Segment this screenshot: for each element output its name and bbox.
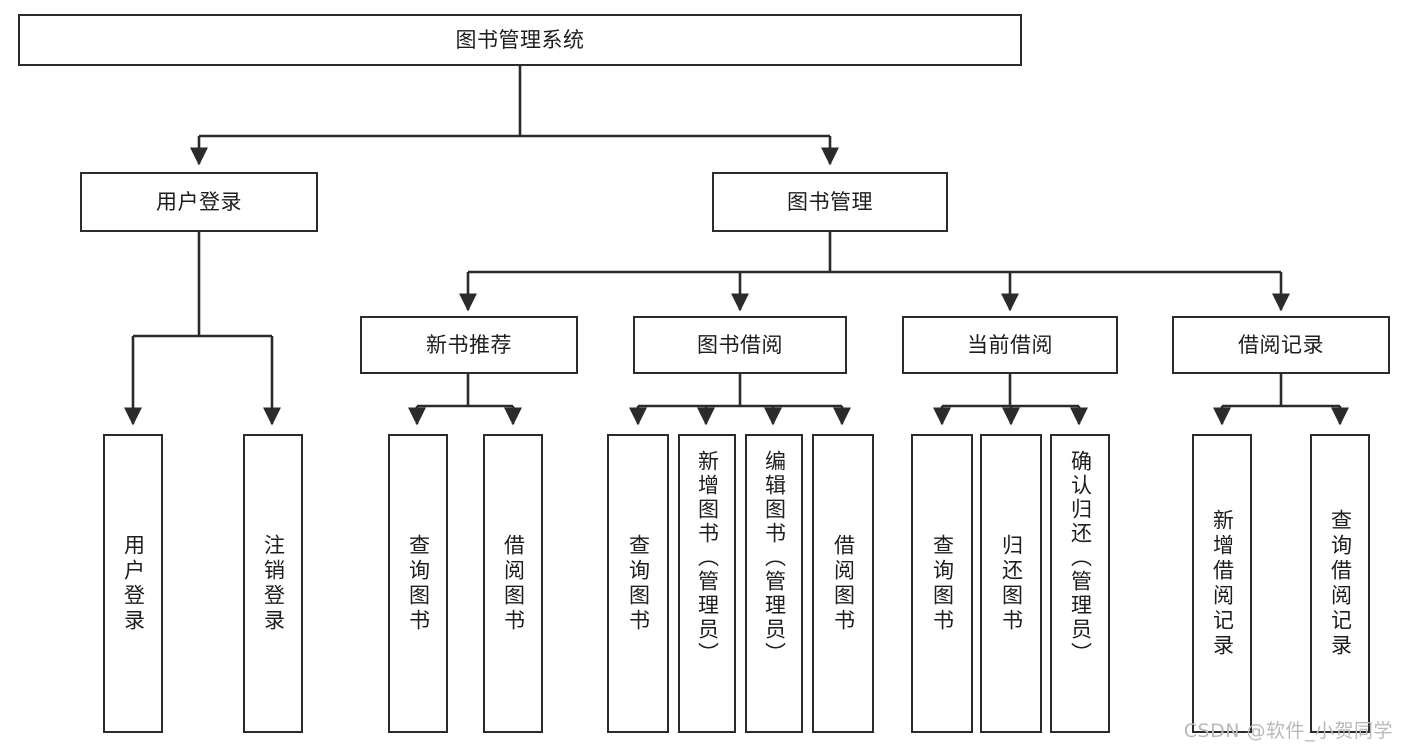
node-leaf-query-book-1-label: 查询图书 bbox=[406, 533, 431, 634]
node-leaf-add-record[interactable]: 新增借阅记录 bbox=[1192, 434, 1252, 733]
node-borrow-record-label: 借阅记录 bbox=[1238, 332, 1324, 357]
node-leaf-query-record[interactable]: 查询借阅记录 bbox=[1310, 434, 1370, 733]
node-leaf-borrow-book-1-label: 借阅图书 bbox=[501, 533, 526, 634]
node-leaf-user-logout-label: 注销登录 bbox=[261, 533, 286, 634]
node-borrow-record[interactable]: 借阅记录 bbox=[1172, 316, 1390, 374]
node-leaf-add-record-label: 新增借阅记录 bbox=[1210, 508, 1235, 659]
node-leaf-edit-book[interactable]: 编辑图书（管理员） bbox=[745, 434, 803, 733]
csdn-watermark: CSDN @软件_小贺同学 bbox=[1183, 720, 1393, 742]
node-leaf-return-book[interactable]: 归还图书 bbox=[980, 434, 1042, 733]
node-new-book-recommend[interactable]: 新书推荐 bbox=[360, 316, 578, 374]
node-root-label: 图书管理系统 bbox=[455, 27, 585, 52]
node-current-borrow-label: 当前借阅 bbox=[967, 332, 1053, 357]
node-leaf-confirm-return-label: 确认归还（管理员） bbox=[1068, 450, 1093, 666]
node-leaf-borrow-book-1[interactable]: 借阅图书 bbox=[483, 434, 543, 733]
node-leaf-user-login[interactable]: 用户登录 bbox=[103, 434, 163, 733]
node-leaf-add-book-label: 新增图书（管理员） bbox=[695, 450, 720, 666]
node-book-borrow[interactable]: 图书借阅 bbox=[633, 316, 847, 374]
node-leaf-borrow-book-2-label: 借阅图书 bbox=[831, 533, 856, 634]
node-leaf-query-record-label: 查询借阅记录 bbox=[1328, 508, 1353, 659]
node-user-login[interactable]: 用户登录 bbox=[80, 172, 318, 232]
node-leaf-confirm-return[interactable]: 确认归还（管理员） bbox=[1050, 434, 1110, 733]
node-leaf-add-book[interactable]: 新增图书（管理员） bbox=[678, 434, 736, 733]
node-book-manage-label: 图书管理 bbox=[787, 189, 873, 214]
node-book-borrow-label: 图书借阅 bbox=[697, 332, 783, 357]
node-leaf-borrow-book-2[interactable]: 借阅图书 bbox=[812, 434, 874, 733]
node-user-login-label: 用户登录 bbox=[156, 189, 242, 214]
node-new-book-recommend-label: 新书推荐 bbox=[426, 332, 512, 357]
node-root[interactable]: 图书管理系统 bbox=[18, 14, 1022, 66]
node-leaf-query-book-3-label: 查询图书 bbox=[930, 533, 955, 634]
node-leaf-query-book-3[interactable]: 查询图书 bbox=[911, 434, 973, 733]
node-book-manage[interactable]: 图书管理 bbox=[712, 172, 948, 232]
node-leaf-user-login-label: 用户登录 bbox=[121, 533, 146, 634]
node-leaf-edit-book-label: 编辑图书（管理员） bbox=[762, 450, 787, 666]
node-leaf-query-book-1[interactable]: 查询图书 bbox=[388, 434, 448, 733]
node-leaf-return-book-label: 归还图书 bbox=[999, 533, 1024, 634]
node-current-borrow[interactable]: 当前借阅 bbox=[902, 316, 1118, 374]
node-leaf-query-book-2-label: 查询图书 bbox=[626, 533, 651, 634]
node-leaf-user-logout[interactable]: 注销登录 bbox=[243, 434, 303, 733]
node-leaf-query-book-2[interactable]: 查询图书 bbox=[607, 434, 669, 733]
